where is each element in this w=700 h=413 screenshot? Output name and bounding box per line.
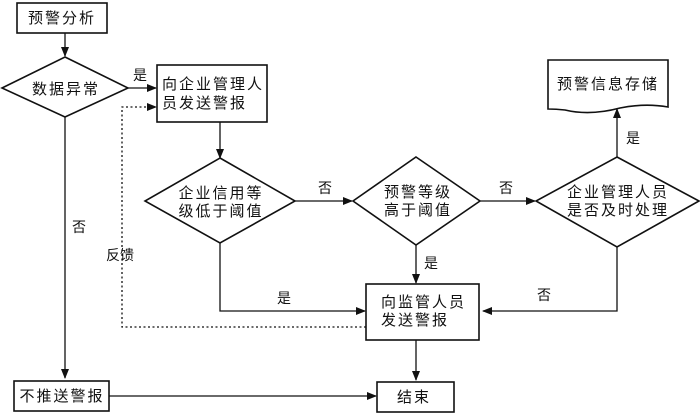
node-no-push: 不推送警报	[13, 380, 110, 412]
node-level-line1: 预警等级	[384, 183, 452, 201]
node-regulator-line1: 向监管人员	[381, 293, 466, 311]
node-send-to-enterprise-line2: 员发送警报	[162, 94, 247, 112]
node-end-label: 结束	[397, 388, 431, 406]
node-credit-below-threshold: 企业信用等 级低于阈值	[143, 157, 297, 244]
edge-label-abnormal-yes: 是	[133, 68, 147, 84]
node-warning-storage-label: 预警信息存储	[557, 75, 659, 93]
node-regulator-line2: 发送警报	[381, 311, 449, 329]
edge-label-level-no: 否	[499, 181, 513, 197]
edge-label-abnormal-no: 否	[72, 220, 86, 236]
edge-label-level-yes: 是	[424, 256, 438, 272]
node-send-to-enterprise: 向企业管理人 员发送警报	[156, 64, 268, 123]
node-send-to-enterprise-line1: 向企业管理人	[162, 75, 264, 93]
node-warning-storage: 预警信息存储	[547, 59, 669, 114]
node-send-to-regulator: 向监管人员 发送警报	[365, 283, 480, 341]
node-end: 结束	[376, 381, 455, 413]
node-level-above-threshold: 预警等级 高于阈值	[351, 156, 482, 246]
edge-handled-no	[482, 247, 618, 315]
edge-label-credit-yes: 是	[277, 291, 291, 307]
node-level-line2: 高于阈值	[384, 201, 452, 219]
node-credit-line2: 级低于阈值	[178, 202, 263, 220]
edge-label-handled-yes: 是	[626, 131, 640, 147]
edge-label-handled-no: 否	[537, 288, 551, 304]
node-no-push-label: 不推送警报	[19, 387, 104, 405]
node-warning-analysis: 预警分析	[16, 2, 108, 34]
node-credit-line1: 企业信用等	[178, 184, 263, 202]
node-data-abnormal: 数据异常	[0, 56, 130, 118]
edge-feedback	[121, 103, 366, 328]
node-data-abnormal-label: 数据异常	[32, 80, 100, 98]
node-handled-line1: 企业管理人员	[567, 183, 669, 201]
edge-credit-yes	[219, 243, 366, 315]
node-handled-line2: 是否及时处理	[567, 201, 669, 219]
node-warning-analysis-label: 预警分析	[28, 9, 96, 27]
node-handled-in-time: 企业管理人员 是否及时处理	[534, 156, 700, 248]
edge-label-credit-no: 否	[318, 181, 332, 197]
edge-label-feedback: 反馈	[106, 248, 134, 264]
